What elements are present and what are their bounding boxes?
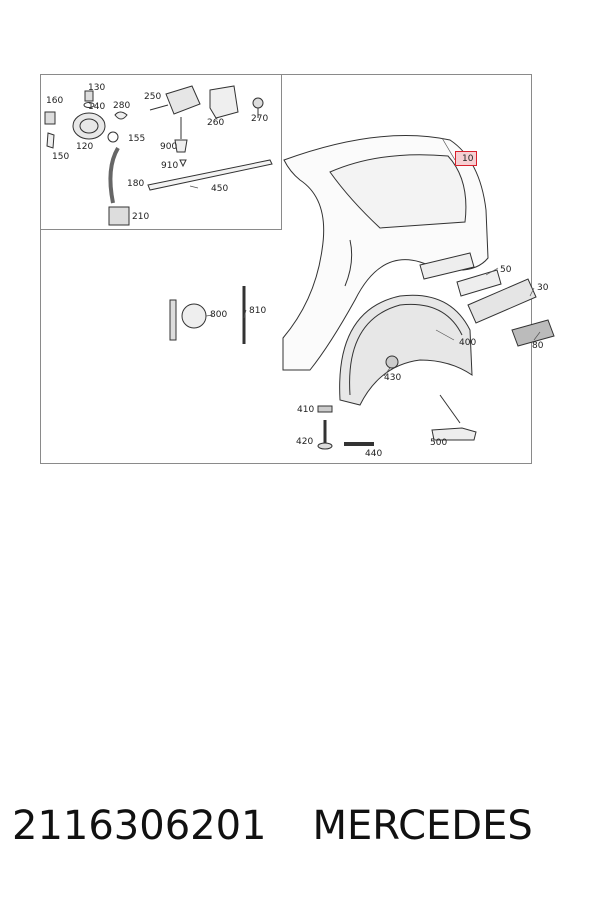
brand-name: MERCEDES [312, 803, 533, 849]
rear-side-panel [282, 135, 489, 371]
leader-lines [189, 137, 541, 377]
callout-450: 450 [211, 184, 229, 194]
highlight-10: 10 [455, 151, 477, 166]
callout-250: 250 [144, 92, 162, 102]
callout-420: 420 [296, 437, 314, 447]
callout-430: 430 [384, 373, 402, 383]
callout-160: 160 [46, 96, 64, 106]
inset-detail-box [40, 74, 282, 230]
part-number: 2116306201 [12, 803, 267, 849]
callout-155: 155 [128, 134, 146, 144]
callout-210: 210 [132, 212, 150, 222]
callout-140: 140 [88, 102, 106, 112]
callout-910: 910 [161, 161, 179, 171]
callout-900: 900 [160, 142, 178, 152]
callout-440: 440 [365, 449, 383, 459]
callout-180: 180 [127, 179, 145, 189]
wheel-arch-liner [339, 294, 473, 406]
callout-800: 800 [210, 310, 228, 320]
callout-270: 270 [251, 114, 269, 124]
callout-810: 810 [249, 306, 267, 316]
fuel-flap-assembly [44, 90, 130, 226]
callout-260: 260 [207, 118, 225, 128]
callout-30: 30 [537, 283, 549, 293]
callout-280: 280 [113, 101, 131, 111]
callout-120: 120 [76, 142, 94, 152]
callout-130: 130 [88, 83, 106, 93]
callout-10: 10 [462, 154, 474, 164]
callout-400: 400 [459, 338, 477, 348]
side-lamp-parts [456, 269, 555, 347]
trim-strip [147, 159, 273, 191]
callout-150: 150 [52, 152, 70, 162]
door-lock-actuator [149, 85, 264, 168]
callout-410: 410 [297, 405, 315, 415]
diagram-frame [40, 74, 532, 464]
caption: 2116306201 MERCEDES [12, 803, 592, 849]
callout-500: 500 [430, 438, 448, 448]
callout-80: 80 [532, 341, 544, 351]
bumper-bracket [431, 394, 477, 441]
callout-50: 50 [500, 265, 512, 275]
